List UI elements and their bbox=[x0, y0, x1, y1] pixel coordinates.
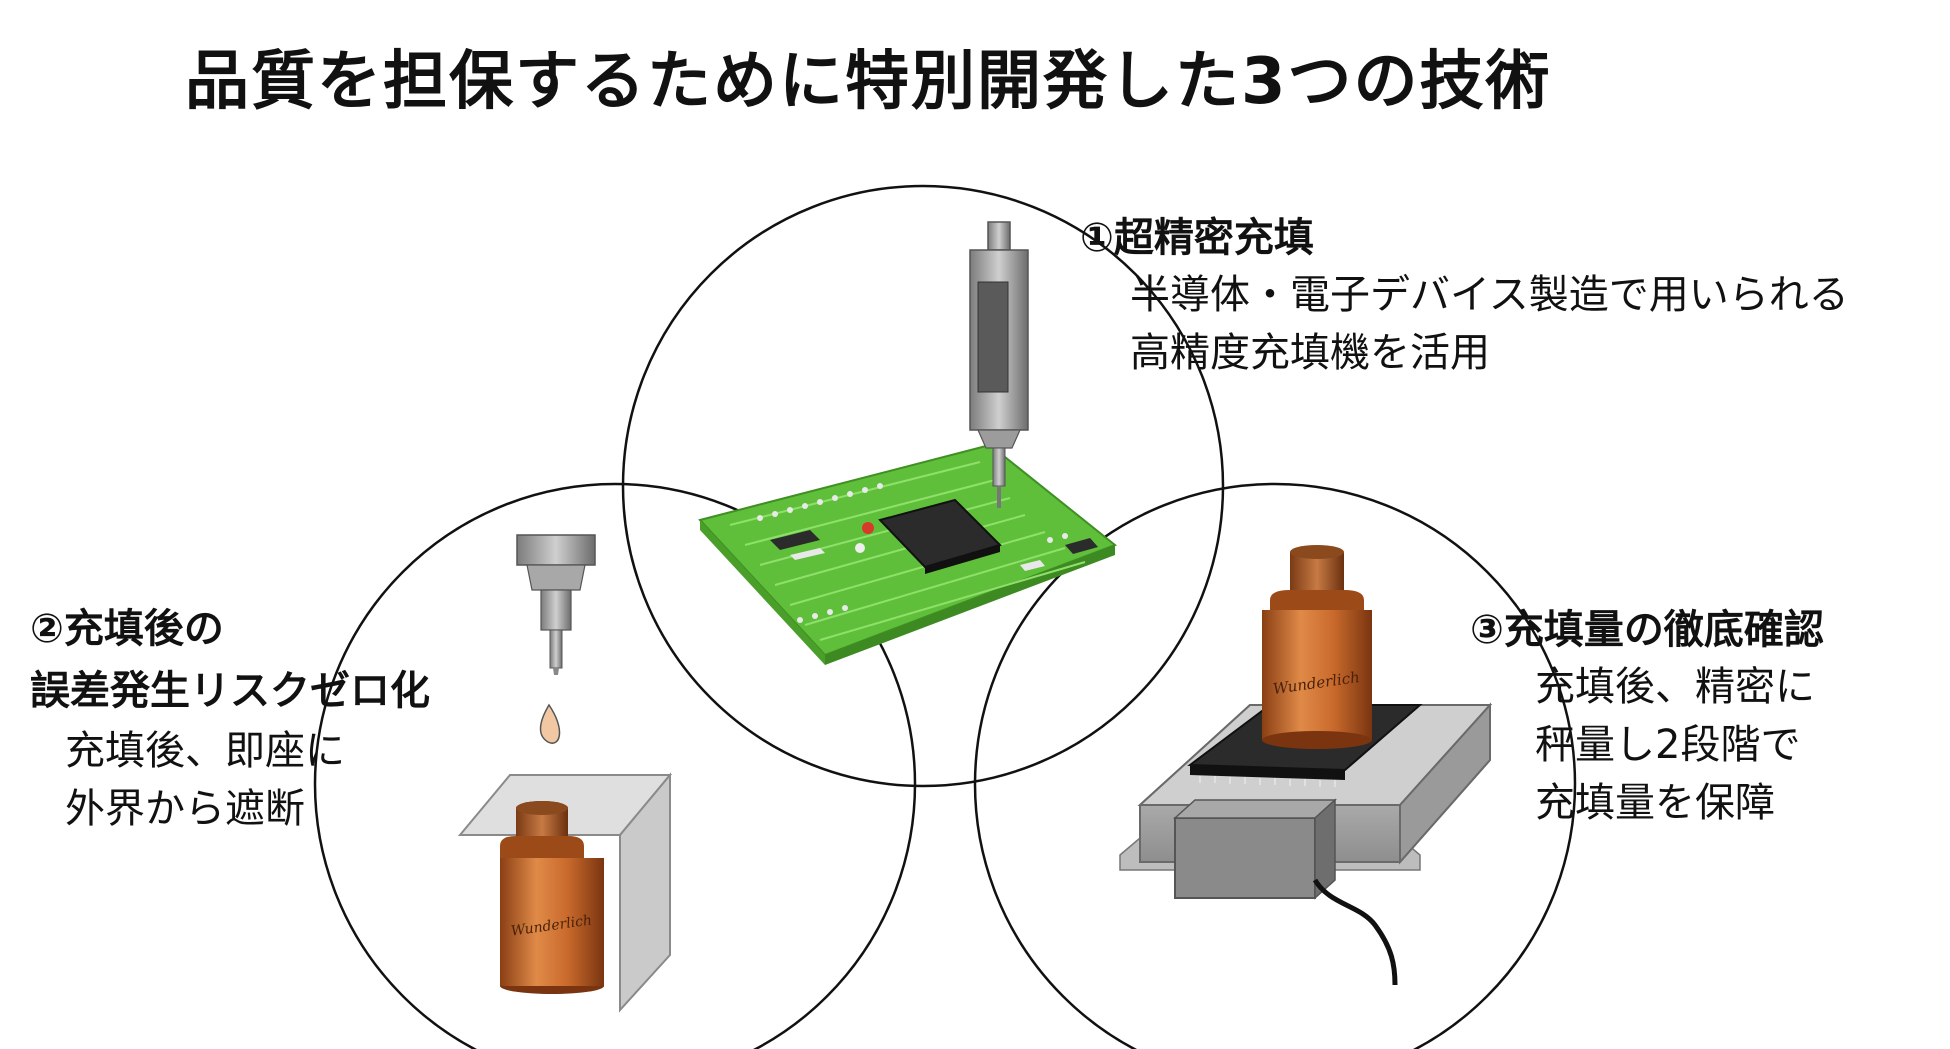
pcb-dispenser-illustration bbox=[698, 221, 1117, 665]
circle-precision-filling bbox=[621, 184, 1225, 788]
feature-line: 外界から遮断 bbox=[65, 786, 305, 832]
feature-line: 高精度充填機を活用 bbox=[1130, 330, 1490, 376]
dispenser-cap bbox=[987, 221, 1011, 251]
feature-heading: 誤差発生リスクゼロ化 bbox=[30, 668, 430, 714]
isolation-illustration: Wunderlich bbox=[457, 534, 673, 1013]
feature-line: 秤量し2段階で bbox=[1535, 722, 1801, 768]
feature-weighing: ③充填量の徹底確認 充填後、精密に 秤量し2段階で 充填量を保障 bbox=[1470, 602, 1824, 832]
circle-isolation bbox=[313, 482, 917, 1049]
feature-line: 充填後、即座に bbox=[65, 728, 345, 774]
liquid-drop bbox=[539, 703, 561, 744]
weighing-illustration: Wunderlich bbox=[1119, 545, 1493, 986]
shield-side bbox=[619, 772, 671, 1013]
connector-block bbox=[1174, 817, 1316, 899]
circle-weighing bbox=[973, 482, 1577, 1049]
bottle-isolated: Wunderlich bbox=[500, 801, 604, 994]
feature-line: 半導体・電子デバイス製造で用いられる bbox=[1130, 272, 1849, 318]
feature-heading: ②充填後の bbox=[30, 606, 224, 652]
feature-heading: ③充填量の徹底確認 bbox=[1470, 607, 1824, 653]
nozzle-head bbox=[516, 534, 596, 566]
feature-line: 充填量を保障 bbox=[1535, 780, 1775, 826]
feature-heading: ①超精密充填 bbox=[1080, 215, 1314, 261]
bottle-weighing: Wunderlich bbox=[1262, 545, 1372, 749]
cable bbox=[1312, 878, 1398, 986]
feature-isolation: ②充填後の 誤差発生リスクゼロ化 充填後、即座に 外界から遮断 bbox=[30, 598, 430, 838]
feature-precision-filling: ①超精密充填 半導体・電子デバイス製造で用いられる 高精度充填機を活用 bbox=[1080, 210, 1849, 382]
feature-line: 充填後、精密に bbox=[1535, 664, 1815, 710]
page-title: 品質を担保するために特別開発した3つの技術 bbox=[185, 45, 1552, 119]
